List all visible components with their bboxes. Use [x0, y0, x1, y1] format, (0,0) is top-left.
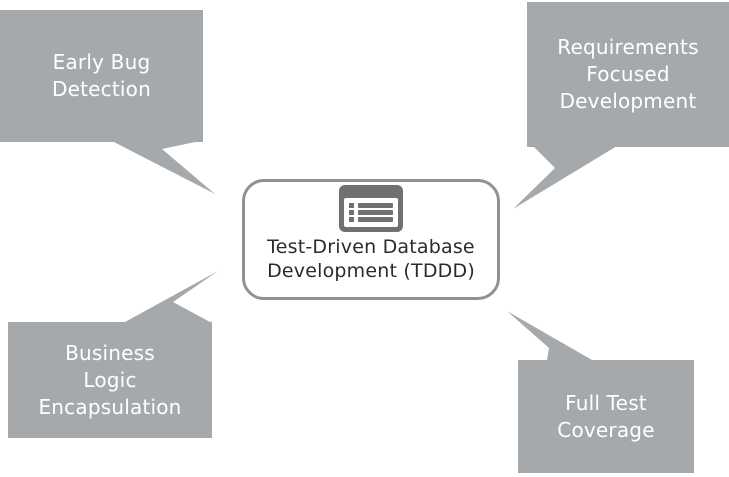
callout-label: Requirements Focused Development [557, 35, 699, 113]
callout-early-bug-detection: Early Bug Detection [0, 10, 203, 142]
callout-requirements-focused-development: Requirements Focused Development [527, 2, 729, 147]
callout-label: Business Logic Encapsulation [38, 340, 182, 419]
list-icon-line [358, 217, 393, 222]
tail-bottom-left-icon [125, 271, 218, 322]
list-icon-bullet [349, 217, 354, 222]
list-form-icon-body [344, 198, 398, 227]
list-icon-row [349, 203, 393, 208]
tail-top-right-icon [513, 146, 617, 209]
tail-bottom-right-icon [507, 311, 592, 360]
callout-label: Full Test Coverage [557, 390, 655, 442]
tail-top-left-icon [112, 141, 215, 194]
center-node-label: Test-Driven Database Development (TDDD) [267, 236, 475, 282]
callout-full-test-coverage: Full Test Coverage [518, 360, 694, 473]
list-icon-bullet [349, 210, 354, 215]
list-icon-row [349, 210, 393, 215]
list-form-icon [339, 185, 403, 232]
list-icon-row [349, 217, 393, 222]
list-icon-line [358, 210, 393, 215]
list-icon-line [358, 203, 393, 208]
center-node-tddd: Test-Driven Database Development (TDDD) [242, 179, 500, 300]
list-icon-bullet [349, 203, 354, 208]
callout-business-logic-encapsulation: Business Logic Encapsulation [8, 322, 212, 438]
callout-label: Early Bug Detection [52, 50, 151, 101]
